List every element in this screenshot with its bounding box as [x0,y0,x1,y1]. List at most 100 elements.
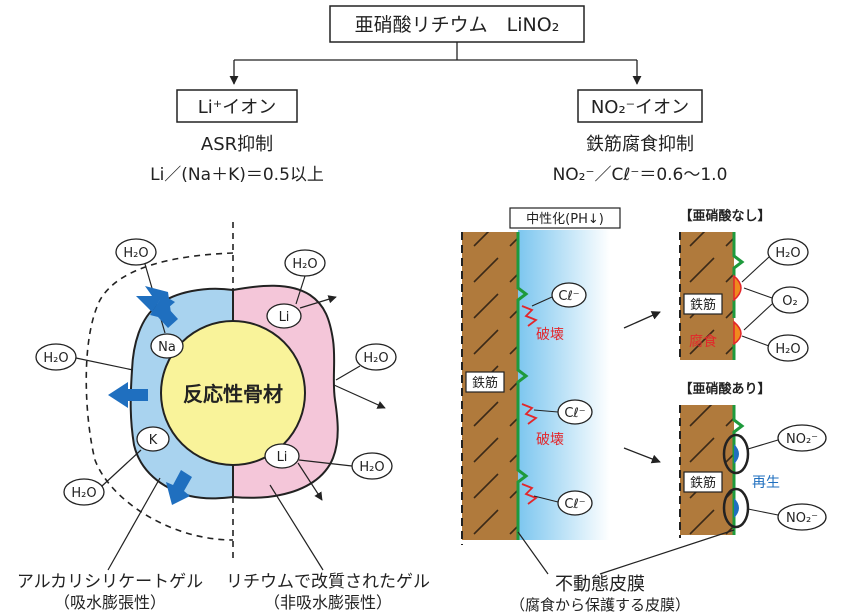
h2o-repelled [299,295,337,309]
to-without-nitrite-arrow [623,311,661,329]
na-label: Na [158,340,176,355]
passive-film [516,232,529,540]
h2o-label: H₂O [292,257,317,272]
h2o-repelled [333,384,386,409]
o2-label: O₂ [782,294,797,309]
passive-film-leader [517,531,549,575]
no2-ratio: NO₂⁻／Cℓ⁻＝0.6～1.0 [553,165,728,185]
cl-label: Cℓ⁻ [558,289,579,304]
neutralization-label: 中性化(PH↓) [526,212,604,227]
rebar-corrosion-suppression: 鉄筋腐食抑制 [586,134,694,155]
h2o-left-middle [35,343,77,371]
no2-ion-box [577,89,703,123]
cl-label: Cℓ⁻ [564,497,585,512]
gel-boundary-dashed [85,252,234,541]
aggregate-label: 反応性骨材 [183,382,283,406]
breakdown-mark [521,403,538,425]
cl-label: Cℓ⁻ [564,406,585,421]
h2o-label: H₂O [359,460,384,475]
corrosion-label: 腐食 [689,333,717,350]
h2o-repelled [297,462,323,501]
h2o-label: H₂O [71,486,96,501]
cl-link [533,409,559,413]
to-with-nitrite-arrow [623,447,661,464]
asr-suppression: ASR抑制 [201,134,273,155]
regeneration-ring [722,487,750,529]
passive-film-label: 不動態皮膜 [555,574,645,595]
h2o-link [295,275,306,305]
h2o-link [101,449,142,487]
no2-ion-top [777,424,827,452]
h2o-link [75,357,134,371]
k-ion [136,426,170,452]
li-ion-box [176,89,298,123]
h2o-label: H₂O [775,342,800,357]
breakdown-mark [521,483,538,505]
rebar-label-box [465,371,505,393]
h2o-link [335,365,361,381]
expansion-arrow-down [166,470,192,505]
without-nitrite-title: 【亜硝酸なし】 [679,208,770,224]
li-ratio: Li／(Na＋K)＝0.5以上 [150,165,324,185]
no2-link [747,508,779,516]
h2o-link [741,256,770,283]
rebar-label-box [683,293,723,315]
breakdown-mark [521,305,538,327]
lithium-gel-sub: （非吸水膨張性） [264,593,392,612]
h2o-link [298,459,353,467]
passive-film-broken [732,232,745,360]
o2-link [743,287,773,299]
neutralization-box [509,207,621,229]
h2o-label: H₂O [43,351,68,366]
with-nitrite-title: 【亜硝酸あり】 [679,381,770,397]
passive-film-leader [599,529,735,575]
h2o-link [741,335,770,347]
no2-label: NO₂⁻ [786,511,818,526]
passive-film-restored [732,405,745,535]
reactive-aggregate [160,320,306,466]
o2-molecule [771,286,809,314]
k-label: K [149,433,158,448]
alkali-gel-leader [107,477,161,571]
h2o-label: H₂O [775,246,800,261]
cl-link [533,495,559,503]
concrete-zone [518,230,610,540]
expansion-arrow [136,286,172,320]
h2o-left-bottom [63,478,105,506]
regeneration-ring [722,433,750,475]
no2-ion-label: NO₂⁻イオン [591,97,689,118]
li-label-top: Li [279,310,290,325]
h2o-left-top [115,238,157,266]
passive-film-sub: （腐食から保護する皮膜） [510,596,690,614]
rebar-label-box [683,471,723,493]
no2-label: NO₂⁻ [786,432,818,447]
regeneration-label: 再生 [752,475,780,491]
h2o-label: H₂O [363,351,388,366]
li-ion-bottom [264,443,300,469]
lithium-gel-leader [269,484,324,571]
top-box [329,5,585,43]
h2o-corrosion-bottom [767,334,809,362]
h2o-right-middle [355,343,397,371]
rebar-label: 鉄筋 [690,475,716,491]
o2-link [743,303,773,331]
top-box-label: 亜硝酸リチウム LiNO₂ [355,14,560,36]
rebar-label: 鉄筋 [690,297,716,313]
no2-ion-bottom [777,503,827,531]
regenerated-film [734,444,739,464]
no2-link [747,439,779,450]
destruction-2: 破壊 [536,432,564,448]
lithium-gel-label: リチウムで改質されたゲル [226,572,430,592]
corrosion-spot [733,274,742,302]
corrosion-spot [733,320,742,346]
na-ion [150,333,184,359]
h2o-corrosion-top [767,238,809,266]
h2o-label: H₂O [123,246,148,261]
rebar-label: 鉄筋 [472,375,498,391]
expansion-arrow-up [150,295,178,328]
li-ion-label: Li⁺イオン [198,97,277,118]
cl-ion-1 [551,282,587,308]
expansion-arrow-left [108,382,148,408]
li-ion-top [266,303,302,329]
